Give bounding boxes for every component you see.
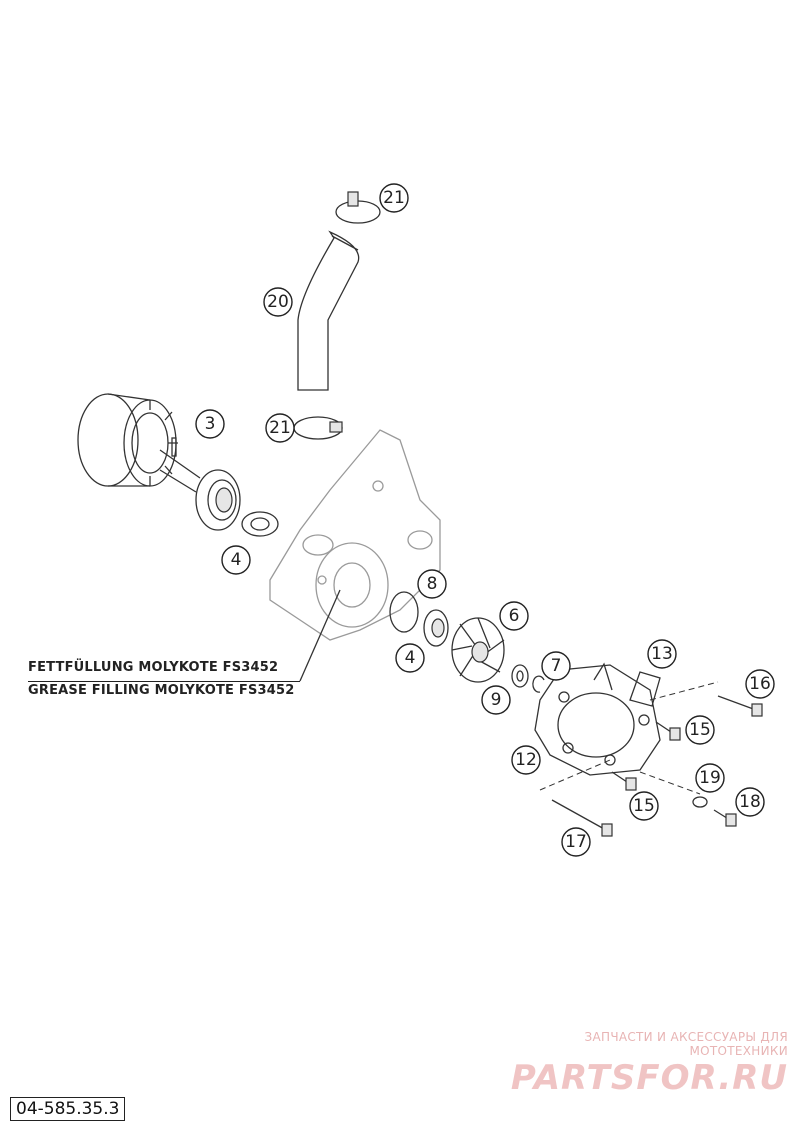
svg-text:6: 6 bbox=[509, 606, 520, 626]
callout-8: 8 bbox=[417, 569, 447, 599]
callout-18: 18 bbox=[735, 787, 765, 817]
bolt-17 bbox=[551, 799, 613, 837]
svg-text:12: 12 bbox=[515, 750, 537, 770]
svg-text:9: 9 bbox=[491, 690, 502, 710]
callout-7: 7 bbox=[541, 651, 571, 681]
bolt-18 bbox=[713, 809, 737, 827]
note-divider bbox=[28, 681, 300, 682]
hose-clamp-bottom bbox=[293, 416, 343, 440]
pin bbox=[171, 437, 177, 457]
callout-15-upper: 15 bbox=[685, 715, 715, 745]
svg-text:20: 20 bbox=[267, 292, 289, 312]
svg-text:18: 18 bbox=[739, 792, 761, 812]
engine-case-housing bbox=[269, 429, 441, 641]
document-number: 04-585.35.3 bbox=[10, 1097, 126, 1121]
callout-17: 17 bbox=[561, 827, 591, 857]
callout-21-top: 21 bbox=[379, 183, 409, 213]
callout-3: 3 bbox=[195, 409, 225, 439]
coolant-hose bbox=[297, 230, 360, 391]
svg-text:16: 16 bbox=[749, 674, 771, 694]
svg-text:7: 7 bbox=[551, 656, 562, 676]
callout-19: 19 bbox=[695, 763, 725, 793]
svg-text:4: 4 bbox=[231, 550, 242, 570]
callout-21-bottom: 21 bbox=[265, 413, 295, 443]
bolt-15-lower bbox=[611, 771, 637, 791]
callout-13: 13 bbox=[647, 639, 677, 669]
gear-shaft-assembly bbox=[77, 393, 201, 493]
svg-text:21: 21 bbox=[269, 418, 291, 438]
callout-4-upper: 4 bbox=[221, 545, 251, 575]
callout-20: 20 bbox=[263, 287, 293, 317]
bolt-16 bbox=[717, 695, 763, 717]
callout-16: 16 bbox=[745, 669, 775, 699]
assembly-lines bbox=[539, 681, 719, 795]
callout-12: 12 bbox=[511, 745, 541, 775]
watermark-brand: PARTSFOR.RU bbox=[510, 1058, 788, 1098]
svg-text:17: 17 bbox=[565, 832, 587, 852]
svg-text:19: 19 bbox=[699, 768, 721, 788]
grease-note-german: FETTFÜLLUNG MOLYKOTE FS3452 bbox=[28, 660, 279, 675]
svg-text:4: 4 bbox=[405, 648, 416, 668]
svg-text:21: 21 bbox=[383, 188, 405, 208]
washer bbox=[511, 664, 529, 688]
bearing-upper bbox=[195, 469, 241, 531]
water-pump-impeller bbox=[451, 617, 505, 683]
circlip bbox=[532, 675, 545, 693]
svg-text:8: 8 bbox=[427, 574, 438, 594]
shaft-seal bbox=[241, 511, 279, 537]
o-ring bbox=[389, 591, 419, 633]
callout-6: 6 bbox=[499, 601, 529, 631]
watermark: ЗАПЧАСТИ И АКСЕССУАРЫ ДЛЯ МОТОТЕХНИКИ PA… bbox=[488, 1030, 788, 1098]
water-pump-cover bbox=[534, 662, 661, 776]
bearing-lower bbox=[423, 609, 449, 647]
callout-15-lower: 15 bbox=[629, 791, 659, 821]
hose-clamp-top bbox=[335, 191, 381, 224]
washer-19 bbox=[692, 796, 708, 808]
svg-text:3: 3 bbox=[205, 414, 216, 434]
note-leader-line bbox=[299, 589, 341, 682]
bolt-15-upper bbox=[655, 721, 681, 741]
svg-text:13: 13 bbox=[651, 644, 673, 664]
svg-text:15: 15 bbox=[689, 720, 711, 740]
svg-text:15: 15 bbox=[633, 796, 655, 816]
callout-9: 9 bbox=[481, 685, 511, 715]
callout-4-lower: 4 bbox=[395, 643, 425, 673]
grease-note-english: GREASE FILLING MOLYKOTE FS3452 bbox=[28, 683, 295, 698]
watermark-tagline: ЗАПЧАСТИ И АКСЕССУАРЫ ДЛЯ МОТОТЕХНИКИ bbox=[584, 1030, 788, 1058]
